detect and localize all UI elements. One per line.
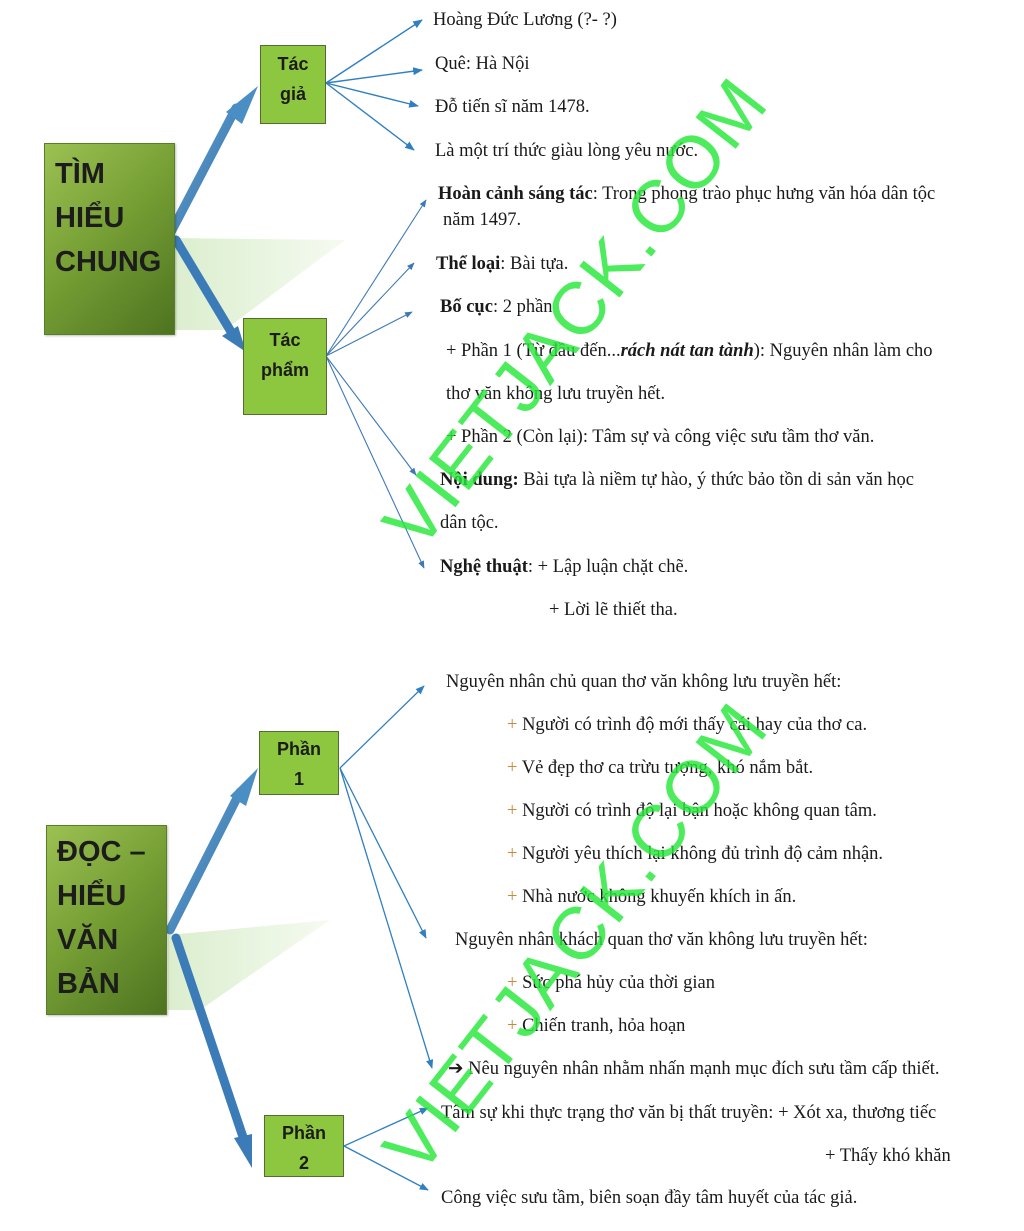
phan-2-label-line: 2 xyxy=(298,1153,309,1173)
chu-quan-item-text: Người có trình độ mới thấy cái hay của t… xyxy=(522,715,868,735)
noi-dung-line: Nội dung: Bài tựa là niềm tự hào, ý thức… xyxy=(440,468,914,492)
conclusion-arrow-icon: ➔ xyxy=(448,1059,464,1079)
section2-title-line: VĂN xyxy=(57,924,119,956)
chu-quan-item-text: Người yêu thích lại không đủ trình độ cả… xyxy=(522,844,884,864)
tim-hieu-chung-box: TÌM HIỂU CHUNG xyxy=(44,143,175,335)
tam-su-line-2: + Thấy khó khăn xyxy=(825,1146,951,1166)
phan-2-label-line: Phần xyxy=(281,1123,326,1143)
section2-title-line: BẢN xyxy=(57,968,120,1000)
chu-quan-item: + Nhà nước không khuyến khích in ấn. xyxy=(507,887,797,907)
nghe-thuat-line-2: + Lời lẽ thiết tha. xyxy=(549,600,678,620)
nghe-thuat-text: : + Lập luận chặt chẽ. xyxy=(527,557,689,577)
tac-pham-label-line: phẩm xyxy=(260,360,309,380)
tac-gia-box: Tác giả xyxy=(260,45,326,124)
section1-title-line: TÌM xyxy=(55,158,105,190)
chu-quan-item: + Vẻ đẹp thơ ca trừu tượng, khó nắm bắt. xyxy=(507,758,814,778)
chu-quan-item: + Người yêu thích lại không đủ trình độ … xyxy=(507,844,884,864)
tac-gia-item: Là một trí thức giàu lòng yêu nước. xyxy=(435,141,699,161)
bo-cuc-line: Bố cục: 2 phần xyxy=(440,295,553,319)
section1-title-line: CHUNG xyxy=(55,246,162,278)
phan1-prefix: + Phần 1 (Từ đầu đến... xyxy=(446,341,621,361)
conclusion-text: Nêu nguyên nhân nhằm nhấn mạnh mục đích … xyxy=(468,1059,940,1079)
phan1-line: + Phần 1 (Từ đầu đến...rách nát tan tành… xyxy=(446,339,933,363)
chu-quan-item-text: Nhà nước không khuyến khích in ấn. xyxy=(522,887,797,907)
phan-1-label-line: 1 xyxy=(293,769,304,789)
section2-title-line: ĐỌC – xyxy=(57,836,146,868)
bo-cuc-label: Bố cục xyxy=(440,297,493,317)
chu-quan-item: + Người có trình độ mới thấy cái hay của… xyxy=(507,715,868,735)
phan1-italic: rách nát tan tành xyxy=(620,341,754,361)
conclusion-line: ➔ Nêu nguyên nhân nhằm nhấn mạnh mục đíc… xyxy=(448,1057,940,1081)
nghe-thuat-line: Nghệ thuật: + Lập luận chặt chẽ. xyxy=(440,555,688,579)
the-loai-text: : Bài tựa. xyxy=(500,254,569,274)
noi-dung-text: Bài tựa là niềm tự hào, ý thức bảo tồn d… xyxy=(518,470,915,490)
phan-1-box: Phần 1 xyxy=(259,731,339,795)
thick-arrow-up-2 xyxy=(165,768,258,935)
the-loai-line: Thể loại: Bài tựa. xyxy=(436,252,568,276)
tac-gia-item: Đỗ tiến sĩ năm 1478. xyxy=(435,97,590,117)
the-loai-label: Thể loại xyxy=(436,254,501,274)
doc-hieu-van-ban-box: ĐỌC – HIỂU VĂN BẢN xyxy=(46,825,167,1015)
chu-quan-item-text: Người có trình độ lại bận hoặc không qua… xyxy=(522,801,877,821)
thick-arrow-up-1 xyxy=(165,86,258,239)
hoan-canh-label: Hoàn cảnh sáng tác xyxy=(438,184,593,204)
section2-title-line: HIỂU xyxy=(57,880,127,912)
khach-quan-item-text: Chiến tranh, hỏa hoạn xyxy=(522,1016,686,1036)
phan-1-label-line: Phần xyxy=(276,739,321,759)
bo-cuc-text: : 2 phần xyxy=(492,297,553,317)
khach-quan-item-text: Sức phá hủy của thời gian xyxy=(522,973,716,993)
hoan-canh-line: Hoàn cảnh sáng tác: Trong phong trào phụ… xyxy=(438,182,935,206)
khach-quan-heading: Nguyên nhân khách quan thơ văn không lưu… xyxy=(455,930,868,950)
tac-pham-box: Tác phẩm xyxy=(243,318,327,415)
phan1-suffix: ): Nguyên nhân làm cho xyxy=(753,341,933,361)
cong-viec-line: Công việc sưu tầm, biên soạn đầy tâm huy… xyxy=(441,1188,858,1208)
tam-su-line: Tâm sự khi thực trạng thơ văn bị thất tr… xyxy=(441,1103,937,1123)
tac-gia-label-line: Tác xyxy=(277,54,309,74)
nghe-thuat-label: Nghệ thuật xyxy=(440,557,528,577)
section1-title-line: HIỂU xyxy=(55,202,125,234)
chu-quan-item: + Người có trình độ lại bận hoặc không q… xyxy=(507,801,877,821)
phan-2-box: Phần 2 xyxy=(264,1115,344,1177)
noi-dung-label: Nội dung: xyxy=(440,470,519,490)
chu-quan-heading: Nguyên nhân chủ quan thơ văn không lưu t… xyxy=(446,672,842,692)
hoan-canh-text: : Trong phong trào phục hưng văn hóa dân… xyxy=(592,184,936,204)
tac-pham-label-line: Tác xyxy=(269,330,301,350)
tac-gia-item: Quê: Hà Nội xyxy=(435,54,530,74)
thick-arrow-down-2 xyxy=(171,933,252,1168)
hoan-canh-line-2: năm 1497. xyxy=(443,210,522,230)
chu-quan-item-text: Vẻ đẹp thơ ca trừu tượng, khó nắm bắt. xyxy=(521,758,814,778)
thick-arrow-down-1 xyxy=(171,235,246,352)
khach-quan-item: + Sức phá hủy của thời gian xyxy=(507,973,716,993)
khach-quan-item: + Chiến tranh, hỏa hoạn xyxy=(507,1016,686,1036)
tac-gia-label-line: giả xyxy=(279,84,306,104)
phan2-line: + Phần 2 (Còn lại): Tâm sự và công việc … xyxy=(446,427,875,447)
tac-gia-item: Hoàng Đức Lương (?- ?) xyxy=(433,10,617,30)
noi-dung-line-2: dân tộc. xyxy=(440,513,499,533)
phan1-line-2: thơ văn không lưu truyền hết. xyxy=(446,384,666,404)
